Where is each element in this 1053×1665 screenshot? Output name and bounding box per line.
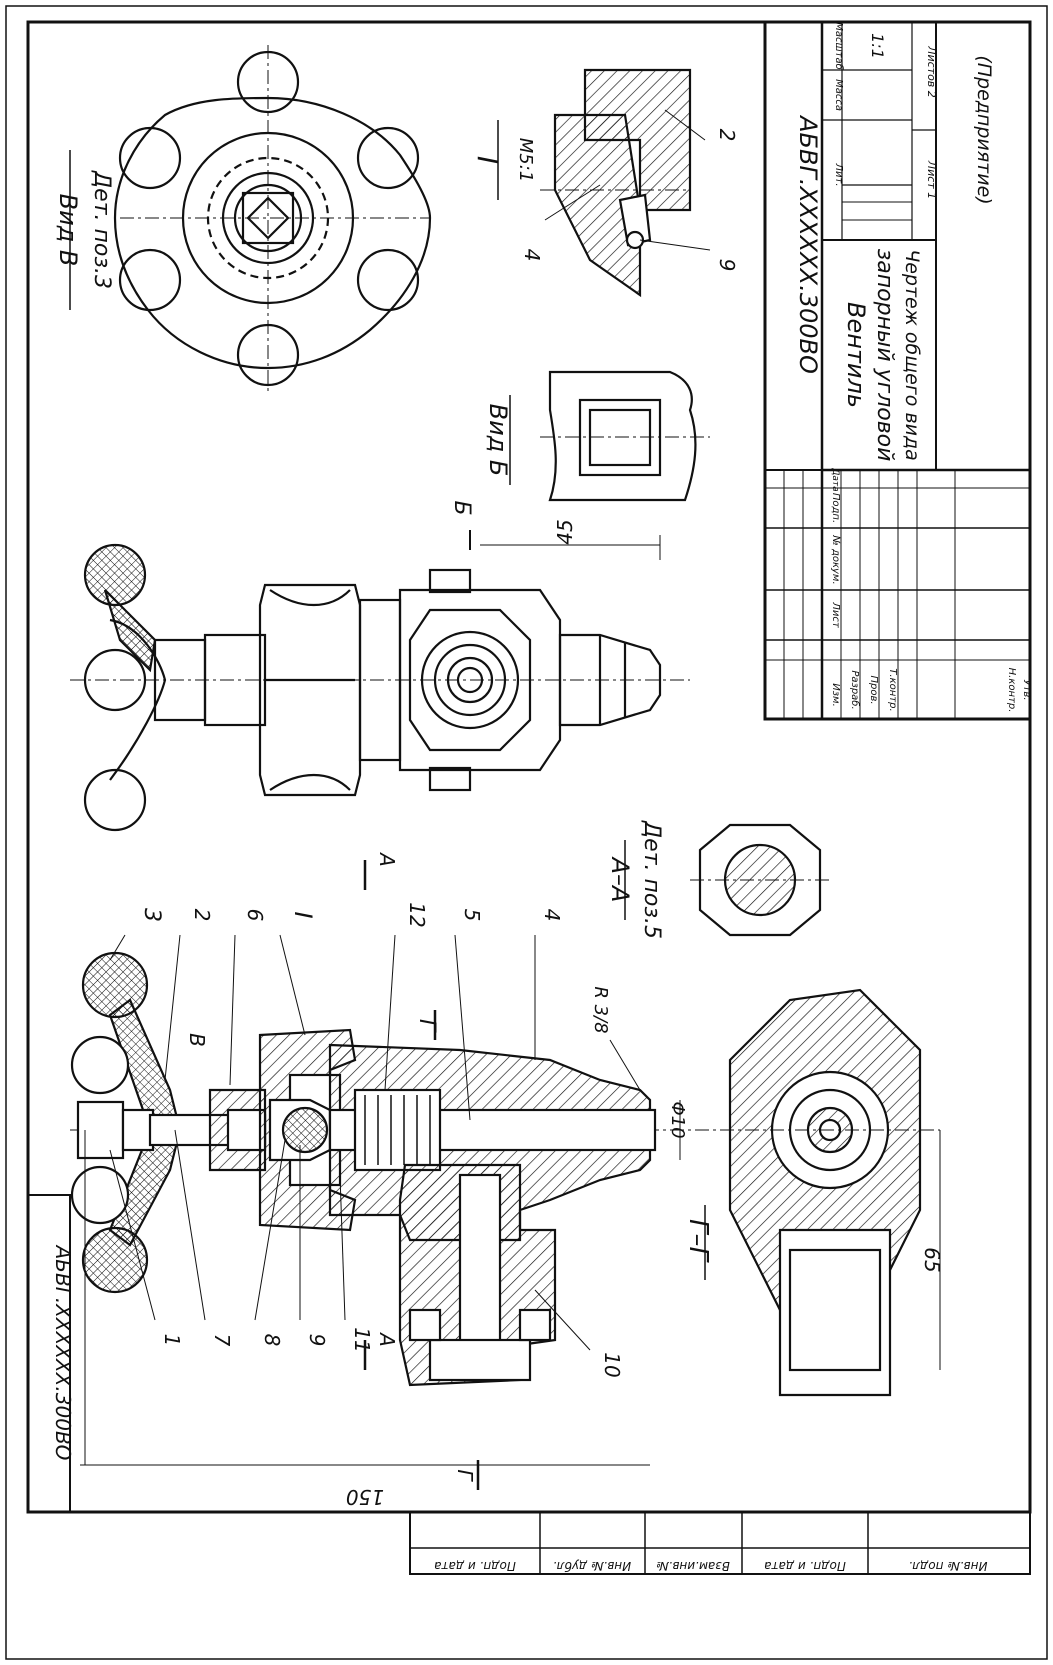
view-b-title: Вид Б bbox=[484, 404, 512, 477]
callout: 10 bbox=[600, 1352, 624, 1377]
title-line-3: Чертеж общего вида bbox=[901, 249, 923, 461]
stamp-role: Разраб. bbox=[849, 670, 861, 709]
section-gg-title: Г–Г bbox=[683, 1219, 713, 1263]
stamp-row-label: № докум. bbox=[830, 534, 841, 584]
sheet-number: Лист 1 bbox=[925, 160, 938, 199]
view-v-sub: Дет. поз.3 bbox=[89, 170, 114, 289]
section-aa-sub: Дет. поз.5 bbox=[639, 820, 664, 939]
col-lit: Лит. bbox=[833, 162, 844, 186]
dim-65: 65 bbox=[920, 1247, 944, 1272]
col-scale: Масштаб bbox=[833, 22, 845, 70]
side-field-label: Подп. и дата bbox=[434, 1559, 516, 1573]
side-view: 45 Б bbox=[70, 500, 690, 832]
callout: 6 bbox=[243, 909, 267, 922]
designation-main: АБВГ.XXXXXX.300ВО bbox=[794, 114, 822, 374]
dim-phi10: Φ10 bbox=[667, 1101, 688, 1138]
title-block: Масштаб Масса Лит. 1:1 Листов 2 Лист 1 (… bbox=[763, 20, 1032, 721]
stamp-row-label: Дата bbox=[830, 467, 840, 491]
dim-150: 150 bbox=[346, 1485, 384, 1509]
stamp-row-label: Подп. bbox=[830, 493, 841, 523]
col-mass: Масса bbox=[833, 79, 844, 111]
marker-b: Б bbox=[449, 500, 474, 515]
side-field-label: Инв.№ подл. bbox=[909, 1559, 988, 1573]
stamp-role: Пров. bbox=[868, 675, 879, 704]
section-gg: 65 bbox=[720, 988, 944, 1397]
callout: 8 bbox=[260, 1334, 284, 1347]
view-v-title: Вид В bbox=[54, 194, 82, 267]
organization: (Предприятие) bbox=[973, 55, 995, 204]
designation-small: АБВГ.XXXXXX.300ВО bbox=[51, 1244, 75, 1461]
callout: 5 bbox=[460, 909, 484, 922]
callout: 2 bbox=[715, 129, 739, 142]
callout: 3 bbox=[139, 908, 164, 922]
callout: 12 bbox=[405, 902, 429, 927]
section-aa bbox=[690, 823, 830, 937]
dim-45: 45 bbox=[553, 519, 577, 544]
detail-I-scale: М5:1 bbox=[515, 138, 536, 183]
callout: 7 bbox=[210, 1334, 234, 1347]
designation-box: АБВГ.XXXXXX.300ВО bbox=[27, 1194, 75, 1513]
section-aa-title: А–А bbox=[606, 856, 634, 903]
marker-a: А bbox=[375, 1331, 399, 1347]
stamp-role: Н.контр. bbox=[1006, 668, 1017, 713]
scale-value: 1:1 bbox=[868, 33, 887, 59]
marker-g: Г bbox=[414, 1019, 439, 1033]
marker-v: В bbox=[185, 1033, 209, 1047]
side-field-label: Подп. и дата bbox=[764, 1559, 846, 1573]
callout: 4 bbox=[520, 249, 544, 262]
callout: 9 bbox=[305, 1334, 329, 1347]
callout: 4 bbox=[540, 909, 564, 922]
side-field-label: Взам.инв.№ bbox=[656, 1559, 730, 1573]
callout: 11 bbox=[350, 1327, 374, 1352]
view-b: Вид Б bbox=[484, 370, 710, 502]
stamp-row-label: Лист bbox=[830, 601, 841, 629]
view-v-handwheel: Вид В Дет. поз.3 bbox=[54, 45, 432, 395]
title-line-1: Вентиль bbox=[842, 302, 870, 408]
main-section: 1 7 8 9 11 10 3 2 6 I 12 5 4 В Г А А Г R… bbox=[70, 820, 725, 1509]
sheets-count: Листов 2 bbox=[925, 45, 938, 98]
side-fields-strip: Подп. и дата Инв.№ дубл. Взам.инв.№ Подп… bbox=[409, 1511, 1031, 1575]
callout: 9 bbox=[715, 259, 739, 272]
marker-g: Г bbox=[453, 1469, 477, 1482]
detail-I: I М5:1 4 2 9 bbox=[471, 68, 739, 298]
side-field-label: Инв.№ дубл. bbox=[553, 1559, 631, 1573]
callout: 1 bbox=[160, 1334, 184, 1347]
stamp-row-label: Изм. bbox=[830, 683, 841, 707]
stamp-role: Т.контр. bbox=[887, 668, 898, 711]
marker-a: А bbox=[375, 851, 399, 867]
title-line-2: запорный угловой bbox=[872, 249, 897, 462]
thread-label: R 3/8 bbox=[590, 986, 611, 1033]
callout: 2 bbox=[190, 909, 214, 922]
callout: I bbox=[289, 911, 317, 918]
stamp-role: Утв. bbox=[1021, 680, 1032, 701]
detail-I-label: I bbox=[471, 156, 504, 164]
